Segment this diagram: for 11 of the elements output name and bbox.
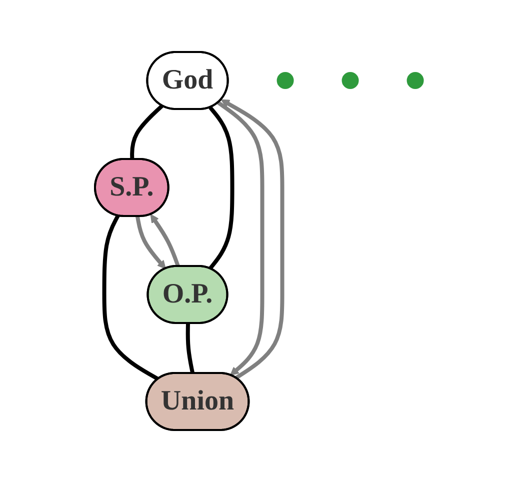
arrow bbox=[150, 214, 180, 267]
connector bbox=[186, 322, 195, 374]
arrow bbox=[136, 216, 166, 269]
connector bbox=[208, 106, 234, 270]
node-circle bbox=[406, 72, 424, 88]
connector bbox=[102, 214, 160, 380]
arrow bbox=[217, 100, 264, 376]
node-circle bbox=[342, 72, 359, 88]
connector bbox=[130, 104, 164, 160]
arrow bbox=[220, 98, 284, 380]
node-circle bbox=[276, 72, 294, 88]
